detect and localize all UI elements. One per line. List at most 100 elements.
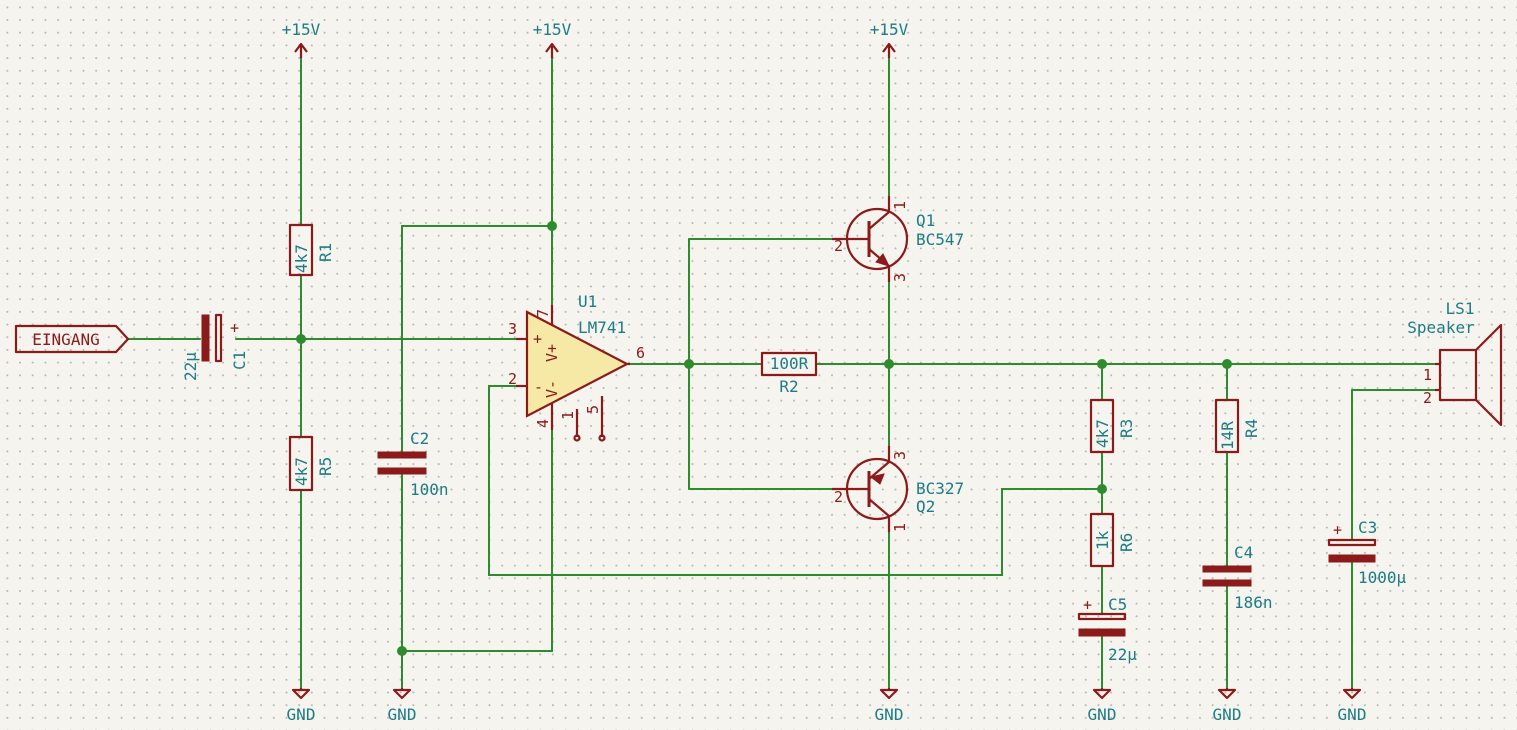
junction — [1222, 359, 1232, 369]
r2-value: 100R — [770, 354, 809, 373]
r4-value: 14R — [1218, 421, 1237, 450]
r6-ref: R6 — [1117, 533, 1136, 552]
c1-ref: C1 — [230, 351, 249, 370]
r4-ref: R4 — [1242, 419, 1261, 438]
pin-number: 1 — [559, 411, 577, 420]
transistor-q2[interactable]: 2 3 1 BC327 Q2 — [832, 446, 964, 532]
gnd-symbol: GND — [1213, 688, 1242, 724]
resistor-r1[interactable]: 4k7 R1 — [288, 223, 335, 277]
r3-value: 4k7 — [1093, 419, 1112, 448]
pin-number: 3 — [508, 320, 517, 338]
ls1-ref: LS1 — [1446, 299, 1475, 318]
power-plus-15v-2: +15V — [533, 20, 572, 58]
capacitor-c4[interactable]: C4 186n — [1202, 543, 1273, 612]
c3-value: 1000µ — [1358, 568, 1407, 587]
gnd-symbol: GND — [875, 688, 903, 724]
transistor-q1[interactable]: 2 1 3 Q1 BC547 — [832, 196, 964, 282]
q2-value: BC327 — [916, 479, 964, 498]
resistor-r5[interactable]: 4k7 R5 — [288, 435, 335, 492]
resistor-r3[interactable]: 4k7 R3 — [1089, 398, 1136, 454]
c3-ref: C3 — [1358, 518, 1377, 537]
speaker-ls1[interactable]: 1 2 LS1 Speaker — [1407, 299, 1503, 427]
c4-ref: C4 — [1234, 543, 1253, 562]
gnd-label: GND — [388, 705, 417, 724]
input-port-eingang[interactable]: EINGANG — [14, 324, 130, 354]
resistor-body — [288, 223, 314, 277]
resistor-r6[interactable]: 1k R6 — [1089, 512, 1136, 568]
gnd-label: GND — [1338, 705, 1367, 724]
opamp-body — [525, 310, 630, 418]
pin-number: 1 — [1423, 366, 1432, 384]
capacitor-plate — [1328, 554, 1376, 563]
capacitor-c2[interactable]: C2 100n — [377, 429, 449, 499]
junction — [397, 646, 407, 656]
junction — [1097, 359, 1107, 369]
c1-value: 22µ — [181, 352, 200, 381]
capacitor-c1[interactable]: + 22µ C1 — [181, 313, 249, 381]
r5-value: 4k7 — [292, 457, 311, 486]
capacitor-plate — [377, 451, 427, 459]
capacitor-c3[interactable]: + C3 1000µ — [1327, 518, 1407, 587]
junction — [1097, 484, 1107, 494]
capacitor-plate — [1327, 538, 1377, 547]
r5-ref: R5 — [316, 457, 335, 476]
junction — [684, 359, 694, 369]
capacitor-c5[interactable]: + C5 22µ — [1077, 595, 1137, 664]
c5-ref: C5 — [1108, 595, 1127, 614]
noninverting-mark: + — [533, 330, 542, 348]
q1-value: BC547 — [916, 230, 964, 249]
pin-number: 1 — [891, 523, 909, 532]
pin-number: 2 — [834, 488, 843, 506]
pin-number: 3 — [891, 451, 909, 460]
r1-ref: R1 — [316, 243, 335, 262]
resistor-r4[interactable]: 14R R4 — [1214, 398, 1261, 454]
r1-value: 4k7 — [292, 244, 311, 273]
polarity-mark: + — [230, 319, 239, 337]
c4-value: 186n — [1234, 593, 1273, 612]
q2-ref: Q2 — [916, 497, 935, 516]
resistor-r2[interactable]: 100R R2 — [760, 351, 818, 396]
capacitor-plate — [1077, 612, 1127, 621]
resistor-body — [760, 351, 818, 377]
speaker-cone — [1475, 323, 1503, 427]
pin-number: 1 — [891, 201, 909, 210]
gnd-label: GND — [1213, 705, 1242, 724]
power-plus-15v-1: +15V — [282, 20, 321, 58]
q1-ref: Q1 — [916, 211, 935, 230]
resistor-body — [1089, 398, 1115, 454]
c2-value: 100n — [410, 480, 449, 499]
pin-number: 2 — [508, 370, 517, 388]
vplus-pin-label: V+ — [543, 344, 561, 362]
junction — [296, 334, 306, 344]
pin-number: 2 — [834, 237, 843, 255]
gnd-label: GND — [1088, 705, 1117, 724]
supply-label: +15V — [282, 20, 321, 39]
u1-value: LM741 — [578, 318, 626, 337]
resistor-body — [1214, 398, 1240, 454]
nc-pin-marker — [573, 434, 581, 442]
c2-ref: C2 — [410, 429, 429, 448]
capacitor-plate — [1078, 628, 1126, 637]
emitter-arrow — [869, 473, 885, 485]
u1-ref: U1 — [578, 292, 597, 311]
junctions — [296, 221, 1232, 656]
r6-value: 1k — [1093, 530, 1112, 550]
ls1-value: Speaker — [1407, 318, 1475, 337]
pin-number: 2 — [1423, 389, 1432, 407]
polarity-mark: + — [1333, 521, 1342, 539]
wires — [127, 44, 1436, 689]
polarity-mark: + — [1083, 596, 1092, 614]
gnd-symbol: GND — [388, 688, 417, 724]
opamp-u1[interactable]: + - V+ V- 3 2 6 7 4 1 5 U1 LM741 — [508, 292, 645, 442]
junction — [547, 221, 557, 231]
vminus-pin-label: V- — [543, 380, 561, 398]
resistor-body — [288, 435, 314, 492]
gnd-symbol: GND — [1088, 688, 1117, 724]
input-port-label: EINGANG — [32, 330, 99, 349]
nc-pin-marker — [598, 434, 606, 442]
gnd-symbol: GND — [287, 688, 315, 724]
pin-number: 5 — [584, 405, 602, 414]
capacitor-plate — [214, 313, 223, 363]
junction — [884, 359, 894, 369]
r2-ref: R2 — [779, 377, 798, 396]
